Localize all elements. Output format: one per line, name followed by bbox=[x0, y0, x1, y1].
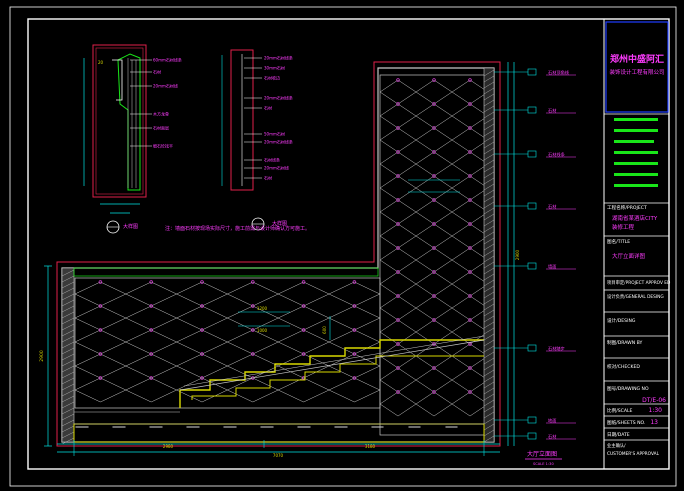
callout-label: 30mm石材 bbox=[264, 65, 285, 71]
callout-label: 地面 bbox=[548, 417, 556, 424]
stair-outline bbox=[179, 339, 484, 408]
callout-label: 石材收边 bbox=[264, 75, 280, 81]
revision-bar bbox=[614, 118, 658, 121]
callout-label: 50mm石材 bbox=[264, 131, 285, 137]
logo-box bbox=[605, 21, 669, 113]
inner-dim-3: 600 bbox=[322, 326, 327, 334]
callout-label: 石材线条 bbox=[548, 151, 566, 158]
main-elevation: 1200 1000 600 bbox=[56, 61, 501, 447]
callout-label: 石材线条 bbox=[264, 157, 280, 163]
left-wall-section bbox=[61, 267, 75, 443]
right-wall-section bbox=[483, 67, 495, 443]
inner-dim-1: 1200 bbox=[257, 306, 268, 311]
inner-frame bbox=[27, 18, 670, 470]
callout-label: 石材踏步 bbox=[548, 345, 565, 352]
total-dimension: 7070 bbox=[273, 453, 284, 458]
callout-label: 石材 bbox=[548, 107, 556, 114]
revision-bar bbox=[614, 173, 658, 176]
drawing-number: DT/E-06 bbox=[642, 397, 666, 404]
title-label: 图名/TITLE bbox=[607, 238, 630, 245]
revision-bars bbox=[614, 118, 658, 187]
checked-label: 校对/CHECKED bbox=[607, 363, 640, 370]
callout-label: 石材 bbox=[264, 175, 272, 181]
stair-handrail bbox=[179, 339, 485, 391]
callout-label: 20mm石材线 bbox=[153, 83, 178, 89]
project-label: 工程名称/PROJECT bbox=[607, 204, 647, 211]
revision-bar bbox=[614, 184, 658, 187]
callout-label: 石材 bbox=[264, 105, 272, 111]
detail-a-top-dim: 20 bbox=[98, 60, 104, 65]
callout-label: 20mm石材线条 bbox=[264, 55, 293, 61]
stair-underside bbox=[191, 355, 484, 400]
callout-label: 木方龙骨 bbox=[153, 111, 169, 117]
callout-label: 20mm石材线条 bbox=[264, 139, 293, 145]
bottom-dimension-1: 2980 bbox=[163, 444, 174, 449]
detail-b-title: 大样图 bbox=[272, 220, 287, 227]
callout-label: 石材 bbox=[548, 433, 556, 440]
approval-label-line2: CUSTOMER'S APPROVAL bbox=[607, 451, 660, 457]
floor-fill bbox=[75, 426, 458, 428]
approved-label: 项目审定/PROJECT APPROV ED bbox=[607, 279, 671, 286]
revision-bar bbox=[614, 129, 658, 132]
right-dimension: 2900 bbox=[515, 249, 520, 260]
drawing-no-label: 图号/DRAWING NO bbox=[607, 386, 649, 392]
company-subtitle: 装饰设计工程有限公司 bbox=[609, 68, 664, 76]
revision-bar bbox=[614, 140, 654, 143]
callout-label: 石材顶角线 bbox=[548, 69, 570, 76]
detail-a-title: 大样图 bbox=[123, 223, 138, 230]
revision-bar bbox=[614, 151, 658, 154]
company-name: 郑州中盛阿汇 bbox=[610, 53, 664, 65]
drawing-title: 大厅立面详图 bbox=[612, 252, 646, 260]
outer-frame bbox=[9, 6, 677, 487]
stone-wall bbox=[74, 277, 381, 409]
diamond-pattern bbox=[74, 78, 489, 417]
scale-label: 比例/SCALE bbox=[607, 407, 633, 414]
approval-label: 业主确认/ bbox=[607, 442, 626, 449]
bottom-dimension-2: 3180 bbox=[365, 444, 376, 449]
construction-note: 注：墙面石材按现场实际尺寸，施工前需与设计师确认方可施工。 bbox=[165, 225, 310, 232]
general-design-label: 设计负责/GENERAL DESING bbox=[607, 293, 664, 300]
callout-label: 石材面层 bbox=[153, 125, 169, 131]
date-label: 日期/DATE bbox=[607, 432, 630, 438]
left-dimension: 2900 bbox=[39, 350, 45, 362]
floor-slab bbox=[73, 423, 485, 443]
callout-label: 石材 bbox=[548, 203, 556, 210]
callout-label: 墙面 bbox=[548, 263, 556, 270]
main-drawing-title: 大厅立面图 bbox=[527, 450, 557, 458]
project-name: 湖南省某酒店CITY bbox=[612, 214, 658, 222]
drawn-by-label: 制图/DRAWN BY bbox=[607, 339, 643, 346]
callout-label: 石材 bbox=[153, 69, 161, 75]
dimensions: 2900 2980 3180 7070 2900 石材顶角线石材石材线条石材墙面… bbox=[39, 62, 576, 458]
sheet-number: 13 bbox=[650, 419, 658, 426]
sheet-label: 图纸/SHEETS NO. bbox=[607, 419, 645, 426]
inner-dim-2: 1000 bbox=[257, 328, 268, 333]
callout-label: 20mm石材线 bbox=[264, 165, 289, 171]
cornice bbox=[73, 267, 379, 277]
callout-label: 60mm石材线条 bbox=[153, 57, 182, 63]
callout-label: 细石砼找平 bbox=[153, 143, 173, 149]
callout-label: 20mm石材线条 bbox=[264, 95, 293, 101]
scale-value: 1:30 bbox=[649, 407, 663, 414]
project-name-line2: 装修工程 bbox=[612, 223, 635, 231]
revision-bar bbox=[614, 162, 658, 165]
main-drawing-scale: SCALE 1:30 bbox=[533, 462, 554, 466]
design-label: 设计/DESING bbox=[607, 317, 636, 324]
title-block: 郑州中盛阿汇 装饰设计工程有限公司 工程名称/PROJECT 湖南省某酒店CIT… bbox=[603, 19, 671, 469]
